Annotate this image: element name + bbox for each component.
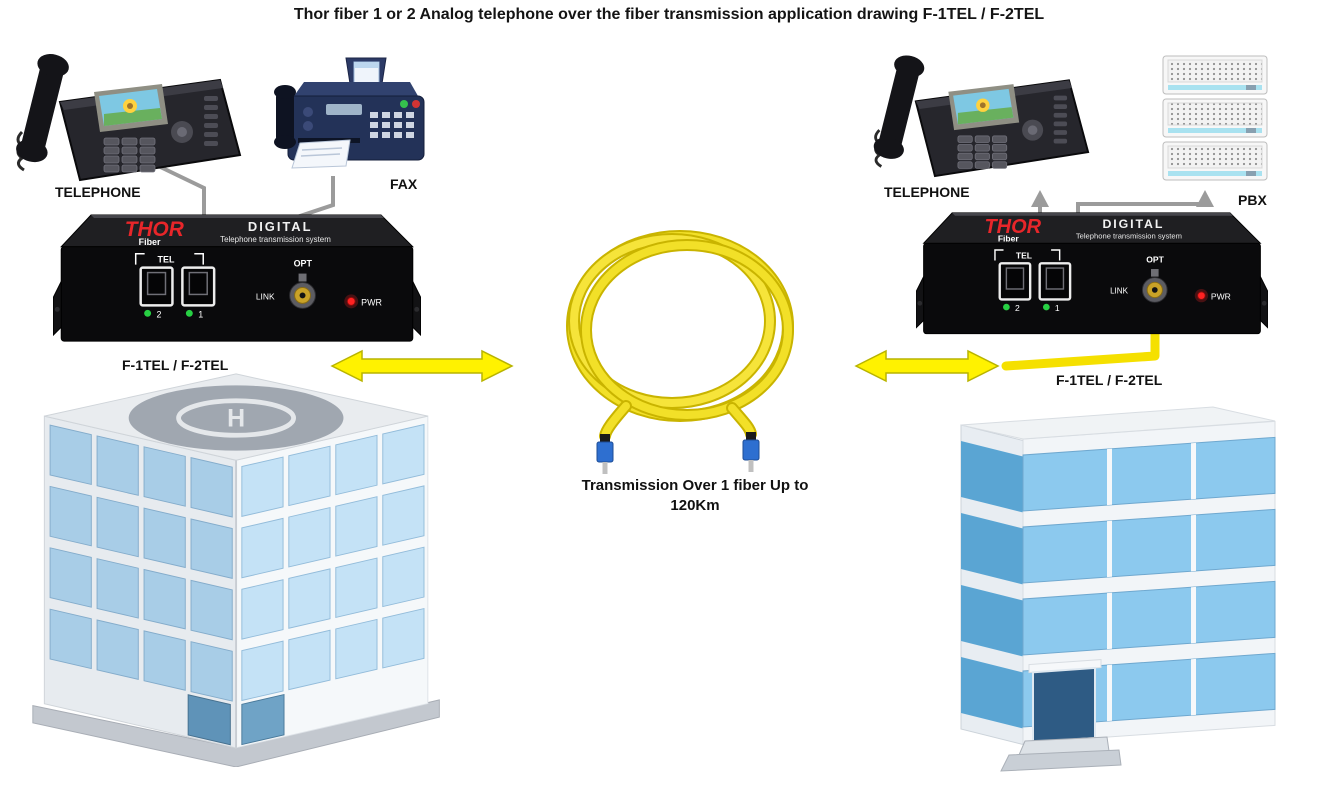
port-1-number: 1 <box>1055 303 1060 313</box>
device-model-subtitle: Telephone transmission system <box>220 235 331 244</box>
building-roof <box>960 406 1276 440</box>
left-face-windows <box>49 424 233 702</box>
pbx-unit-3 <box>1162 141 1268 181</box>
telephone-label-right: TELEPHONE <box>884 184 970 200</box>
port-1-number: 1 <box>198 309 203 319</box>
phone-side-keys <box>204 96 218 146</box>
tel-port-2 <box>139 266 174 307</box>
device-front-face <box>60 246 414 342</box>
tel-led-1 <box>1043 303 1050 311</box>
caption-line-2: 120Km <box>670 497 720 514</box>
device-brand-sub: Fiber <box>998 233 1020 243</box>
port-2-number: 2 <box>157 309 162 319</box>
tel-port-2 <box>998 262 1032 301</box>
tel-led-2 <box>144 309 152 317</box>
device-brand: THOR <box>125 218 184 241</box>
tel-label: TEL <box>1016 251 1032 261</box>
fiber-converter-right: THOR Fiber DIGITAL Telephone transmissio… <box>916 212 1268 335</box>
device-model: DIGITAL <box>248 219 313 234</box>
left-face-glass <box>961 441 1023 729</box>
phone-keypad <box>957 135 1008 169</box>
port-2-number: 2 <box>1015 303 1020 313</box>
fiber-cable-icon <box>566 230 794 474</box>
front-face-mullions <box>1107 442 1196 722</box>
phone-keypad <box>103 137 156 173</box>
handset <box>16 54 69 163</box>
opt-label: OPT <box>1146 254 1164 264</box>
pbx-label: PBX <box>1238 192 1267 208</box>
tel-led-1 <box>185 309 193 317</box>
helipad-letter: H <box>227 405 245 433</box>
fax-handset <box>276 88 294 146</box>
fiber-connector-right <box>742 432 760 472</box>
device-model: DIGITAL <box>1102 217 1164 231</box>
converter-label-left: F-1TEL / F-2TEL <box>122 357 229 373</box>
tel-port-1 <box>181 266 216 307</box>
link-label: LINK <box>1110 287 1129 296</box>
device-top-face <box>60 214 414 248</box>
tel-led-2 <box>1003 303 1010 311</box>
fiber-link-arrow-right <box>854 349 1000 383</box>
phone-side-keys <box>1053 95 1068 144</box>
helipad <box>128 385 344 451</box>
telephone-icon-right <box>873 55 1090 178</box>
device-model-subtitle: Telephone transmission system <box>1076 232 1182 241</box>
device-brand: THOR <box>984 216 1041 238</box>
opt-label: OPT <box>294 259 313 269</box>
fiber-connector-left <box>596 434 614 474</box>
link-label: LINK <box>256 291 275 301</box>
tel-label: TEL <box>158 255 175 265</box>
fax-display <box>326 104 362 115</box>
diagram-title: Thor fiber 1 or 2 Analog telephone over … <box>293 6 1045 23</box>
pbx-icon <box>1162 55 1268 181</box>
left-building: H <box>32 373 440 767</box>
right-building <box>960 406 1276 772</box>
handset <box>873 55 925 159</box>
telephone-label-left: TELEPHONE <box>55 184 141 200</box>
converter-label-right: F-1TEL / F-2TEL <box>1056 372 1163 388</box>
pwr-label: PWR <box>1211 291 1231 301</box>
arrowhead-to-phone <box>1031 190 1049 207</box>
pbx-unit-2 <box>1162 98 1268 138</box>
fax-icon <box>274 57 425 169</box>
building-entrance <box>241 693 285 746</box>
building-steps <box>1000 736 1122 772</box>
right-face-windows <box>241 423 425 702</box>
device-front-face <box>923 242 1261 335</box>
fax-output-paper <box>291 139 351 169</box>
telephone-icon <box>16 54 242 182</box>
pwr-led <box>1197 291 1206 300</box>
fax-label: FAX <box>390 176 418 192</box>
tel-port-1 <box>1038 262 1072 301</box>
fax-keypad <box>370 112 414 138</box>
transmission-caption: Transmission Over 1 fiber Up to 120Km <box>530 476 860 516</box>
caption-line-1: Transmission Over 1 fiber Up to <box>581 477 809 494</box>
fiber-link-arrow-left <box>330 349 514 383</box>
pbx-unit-1 <box>1162 55 1268 95</box>
building-entrance <box>187 694 231 746</box>
device-brand-sub: Fiber <box>139 237 161 247</box>
fiber-converter-left: THOR Fiber DIGITAL Telephone transmissio… <box>53 214 421 342</box>
pwr-label: PWR <box>361 297 382 307</box>
pwr-led <box>346 296 356 306</box>
arrowhead-to-pbx <box>1196 190 1214 207</box>
